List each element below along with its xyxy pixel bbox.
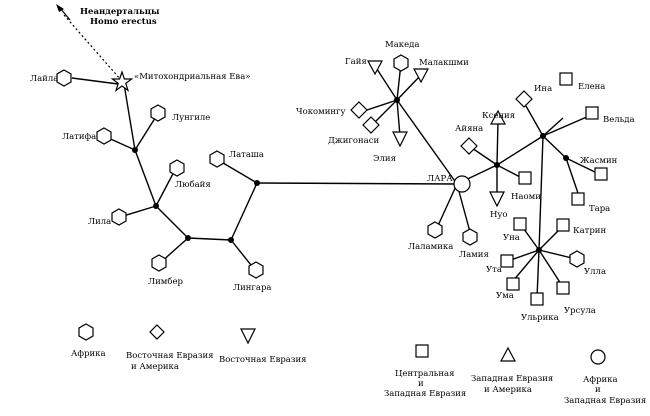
legend-diamond-icon bbox=[149, 324, 165, 340]
star-icon bbox=[110, 70, 134, 92]
legend-central-west-3: Западная Евразия bbox=[384, 389, 466, 399]
legend-circle-icon bbox=[590, 349, 606, 365]
legend: Африка Восточная Евразия и Америка Восто… bbox=[71, 323, 646, 406]
square-icon bbox=[556, 218, 570, 232]
node-label-limber: Лимбер bbox=[148, 276, 184, 287]
node-label-velda: Вельда bbox=[603, 115, 635, 125]
node-label-lalamika: Лаламика bbox=[408, 242, 453, 252]
legend-africa-west-3: Западная Евразия bbox=[564, 396, 646, 406]
triangle-icon bbox=[489, 109, 507, 125]
hexagon-icon bbox=[111, 208, 127, 226]
node-label-ulrika: Ульрика bbox=[521, 313, 559, 323]
hexagon-icon bbox=[427, 221, 443, 239]
square-icon bbox=[594, 167, 608, 181]
mito-eve-label: «Митохондриальная Ева» bbox=[134, 72, 250, 82]
node-label-lamiya: Ламия bbox=[459, 250, 489, 260]
hexagon-icon bbox=[209, 150, 225, 168]
node-label-naomi: Наоми bbox=[511, 192, 541, 202]
dotted-ancestor-line bbox=[63, 14, 122, 81]
inverted-triangle-icon bbox=[392, 131, 408, 148]
square-icon bbox=[506, 277, 520, 291]
junction-dots bbox=[132, 97, 569, 253]
legend-africa: Африка bbox=[71, 349, 106, 359]
inverted-triangle-icon bbox=[412, 68, 430, 84]
node-label-makeda: Македа bbox=[385, 40, 419, 50]
square-icon bbox=[530, 292, 544, 306]
node-label-uma: Ума bbox=[496, 291, 514, 301]
legend-hexagon-icon bbox=[78, 323, 94, 341]
legend-africa-west-1: Африка bbox=[583, 375, 618, 385]
diamond-icon bbox=[515, 90, 533, 108]
hexagon-icon bbox=[393, 54, 409, 72]
diamond-icon bbox=[350, 101, 368, 119]
legend-central-west-2: и bbox=[418, 379, 424, 389]
legend-africa-west-2: и bbox=[595, 385, 601, 395]
square-icon bbox=[518, 171, 532, 185]
node-label-kseniya: Ксения bbox=[482, 111, 515, 121]
node-label-latasha: Латаша bbox=[229, 150, 264, 160]
node-label-una: Уна bbox=[503, 233, 520, 243]
node-label-uta: Ута bbox=[486, 265, 502, 275]
node-label-nuo: Нуо bbox=[490, 210, 508, 220]
diamond-icon bbox=[362, 116, 380, 134]
legend-east-eurasia-america-1: Восточная Евразия bbox=[126, 351, 214, 361]
neanderthals-label: Неандертальцы bbox=[80, 7, 160, 17]
node-label-tara: Тара bbox=[589, 204, 610, 214]
node-label-latifa: Латифа bbox=[62, 132, 96, 142]
right-cluster-edges bbox=[435, 98, 600, 299]
legend-west-eurasia-america-1: Западная Евразия bbox=[471, 374, 553, 384]
node-label-malakshmi: Малакшми bbox=[419, 58, 469, 68]
hexagon-icon bbox=[169, 159, 185, 177]
node-label-gaia: Гайя bbox=[345, 57, 367, 67]
legend-west-eurasia-america-2: и Америка bbox=[484, 385, 532, 395]
legend-central-west-1: Центральная bbox=[395, 369, 454, 379]
hexagon-icon bbox=[462, 228, 478, 246]
node-label-dzhigonasi: Джигонаси bbox=[328, 136, 379, 146]
square-icon bbox=[513, 217, 527, 231]
hexagon-icon bbox=[56, 69, 72, 87]
homo-erectus-label: Homo erectus bbox=[90, 17, 157, 27]
inverted-triangle-icon bbox=[489, 191, 505, 208]
left-tree-edges bbox=[71, 77, 458, 271]
node-label-lila: Лила bbox=[88, 217, 111, 227]
diamond-icon bbox=[460, 137, 478, 155]
legend-triangle-icon bbox=[499, 346, 517, 362]
node-label-lungile: Лунгиле bbox=[172, 113, 210, 123]
ancestor-arrowhead bbox=[56, 4, 64, 12]
square-icon bbox=[585, 106, 599, 120]
node-label-aiyana: Айяна bbox=[455, 124, 483, 134]
node-label-ursula: Урсула bbox=[564, 306, 596, 316]
node-label-laila: Лайла bbox=[30, 74, 58, 84]
hexagon-icon bbox=[96, 127, 112, 145]
inverted-triangle-icon bbox=[366, 60, 384, 76]
square-icon bbox=[559, 72, 573, 86]
hexagon-icon bbox=[151, 254, 167, 272]
square-icon bbox=[571, 192, 585, 206]
hexagon-icon bbox=[569, 250, 585, 268]
circle-icon bbox=[453, 175, 471, 193]
legend-east-eurasia-america-2: и Америка bbox=[131, 362, 179, 372]
node-label-chokomingu: Чокомингу bbox=[296, 107, 346, 117]
node-label-ulla: Улла bbox=[584, 267, 606, 277]
node-label-lingara: Лингара bbox=[233, 283, 271, 293]
square-icon bbox=[500, 254, 514, 268]
node-label-elena: Елена bbox=[578, 82, 605, 92]
legend-inverted-triangle-icon bbox=[240, 328, 256, 345]
square-icon bbox=[556, 281, 570, 295]
node-label-eliya: Элия bbox=[373, 154, 396, 164]
node-label-zhasmin: Жасмин bbox=[580, 156, 618, 166]
hexagon-icon bbox=[150, 104, 166, 122]
hexagon-icon bbox=[248, 261, 264, 279]
node-label-lyubai: Любайя bbox=[175, 179, 211, 190]
top-cluster-edges bbox=[360, 62, 458, 185]
legend-square-icon bbox=[415, 344, 429, 358]
node-label-lara: ЛАРА bbox=[427, 174, 453, 184]
node-label-ina: Ина bbox=[534, 84, 552, 94]
legend-east-eurasia: Восточная Евразия bbox=[219, 355, 307, 365]
node-label-katrin: Катрин bbox=[573, 226, 606, 236]
